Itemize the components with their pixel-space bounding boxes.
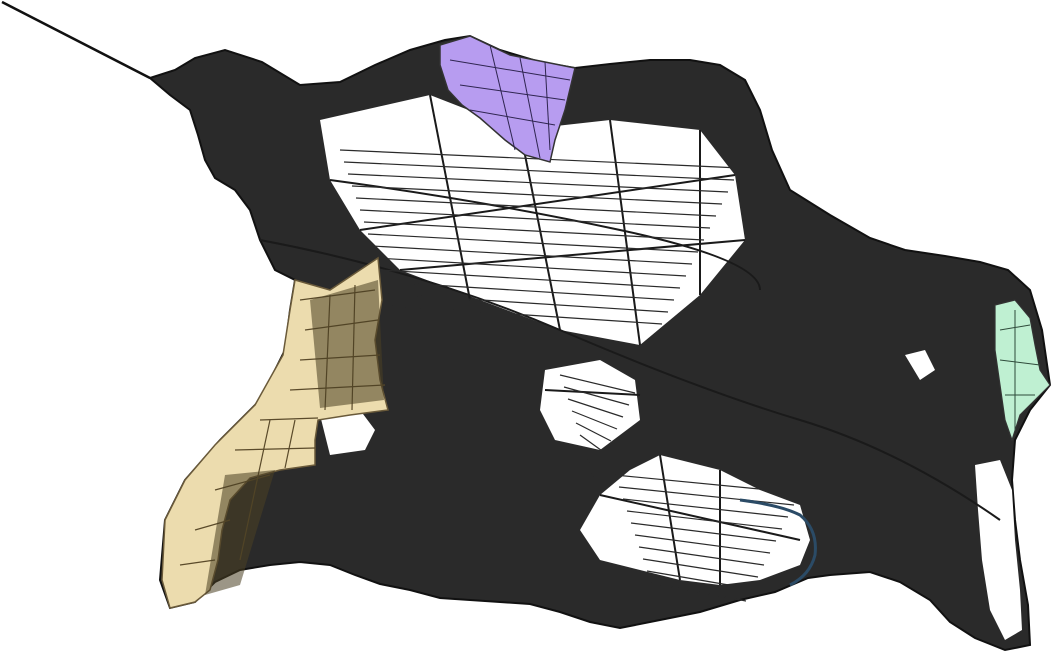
parcel-strip: [371, 245, 693, 265]
north-district-streets: [449, 44, 571, 159]
parcel-strip: [351, 185, 723, 205]
parcel-strip: [614, 474, 801, 494]
east-edge-parcels: [975, 460, 1022, 640]
east-district-highlight: [994, 299, 1051, 442]
parcel-strip: [355, 197, 717, 217]
parcel-strip: [583, 446, 600, 466]
parcel-strip: [387, 293, 669, 313]
parcel-strip: [571, 410, 618, 430]
parcel-strip: [391, 305, 663, 325]
parcel-strip: [626, 510, 783, 530]
canal-waterway: [739, 498, 817, 587]
parcel-strip: [634, 534, 771, 554]
parcel-strip: [575, 422, 612, 442]
parcel-strip: [579, 434, 606, 454]
parcel-strip: [638, 546, 765, 566]
parcel-strip: [650, 582, 747, 602]
inner-west-parcels: [320, 410, 375, 455]
parcel-strip: [363, 221, 705, 241]
arterial-road-10: [659, 454, 681, 581]
northwest-access-road: [1, 0, 151, 80]
north-district-highlight: [439, 35, 576, 163]
parcel-strip: [367, 233, 699, 253]
parcel-strip: [622, 498, 789, 518]
arterial-road-8: [399, 239, 746, 271]
parcel-strip: [563, 386, 630, 406]
parcel-strip: [587, 458, 594, 478]
parcel-strip: [347, 173, 729, 193]
parcel-strip: [359, 209, 711, 229]
arterial-road-2: [329, 179, 761, 291]
parcel-strip: [383, 281, 675, 301]
parcel-strip: [618, 486, 795, 506]
parcel-strip: [559, 374, 636, 394]
parcel-strip: [375, 257, 687, 277]
parcel-strip: [630, 522, 777, 542]
arterial-road-12: [544, 389, 641, 396]
street-lines: [259, 94, 1001, 585]
central-north-parcels: [320, 95, 745, 345]
central-field-parcel: [540, 360, 640, 450]
arterial-road-9: [599, 494, 801, 541]
arterial-road-5: [609, 119, 641, 346]
east-clearing: [905, 350, 935, 380]
east-district-streets: [999, 310, 1041, 430]
parcel-strip: [379, 269, 681, 289]
parcel-strip: [343, 161, 735, 181]
west-district-dense-core: [205, 280, 384, 595]
parcel-blocks: [320, 95, 1022, 640]
southeast-parcels: [580, 455, 810, 585]
arterial-road-3: [429, 94, 471, 301]
parcel-strip: [567, 398, 624, 418]
parcel-strip: [642, 558, 759, 578]
parcel-strip: [646, 570, 753, 590]
arterial-road-7: [359, 174, 736, 231]
parcel-hatching: [339, 149, 801, 602]
arterial-road-1: [259, 239, 1001, 521]
arterial-road-4: [519, 129, 561, 331]
